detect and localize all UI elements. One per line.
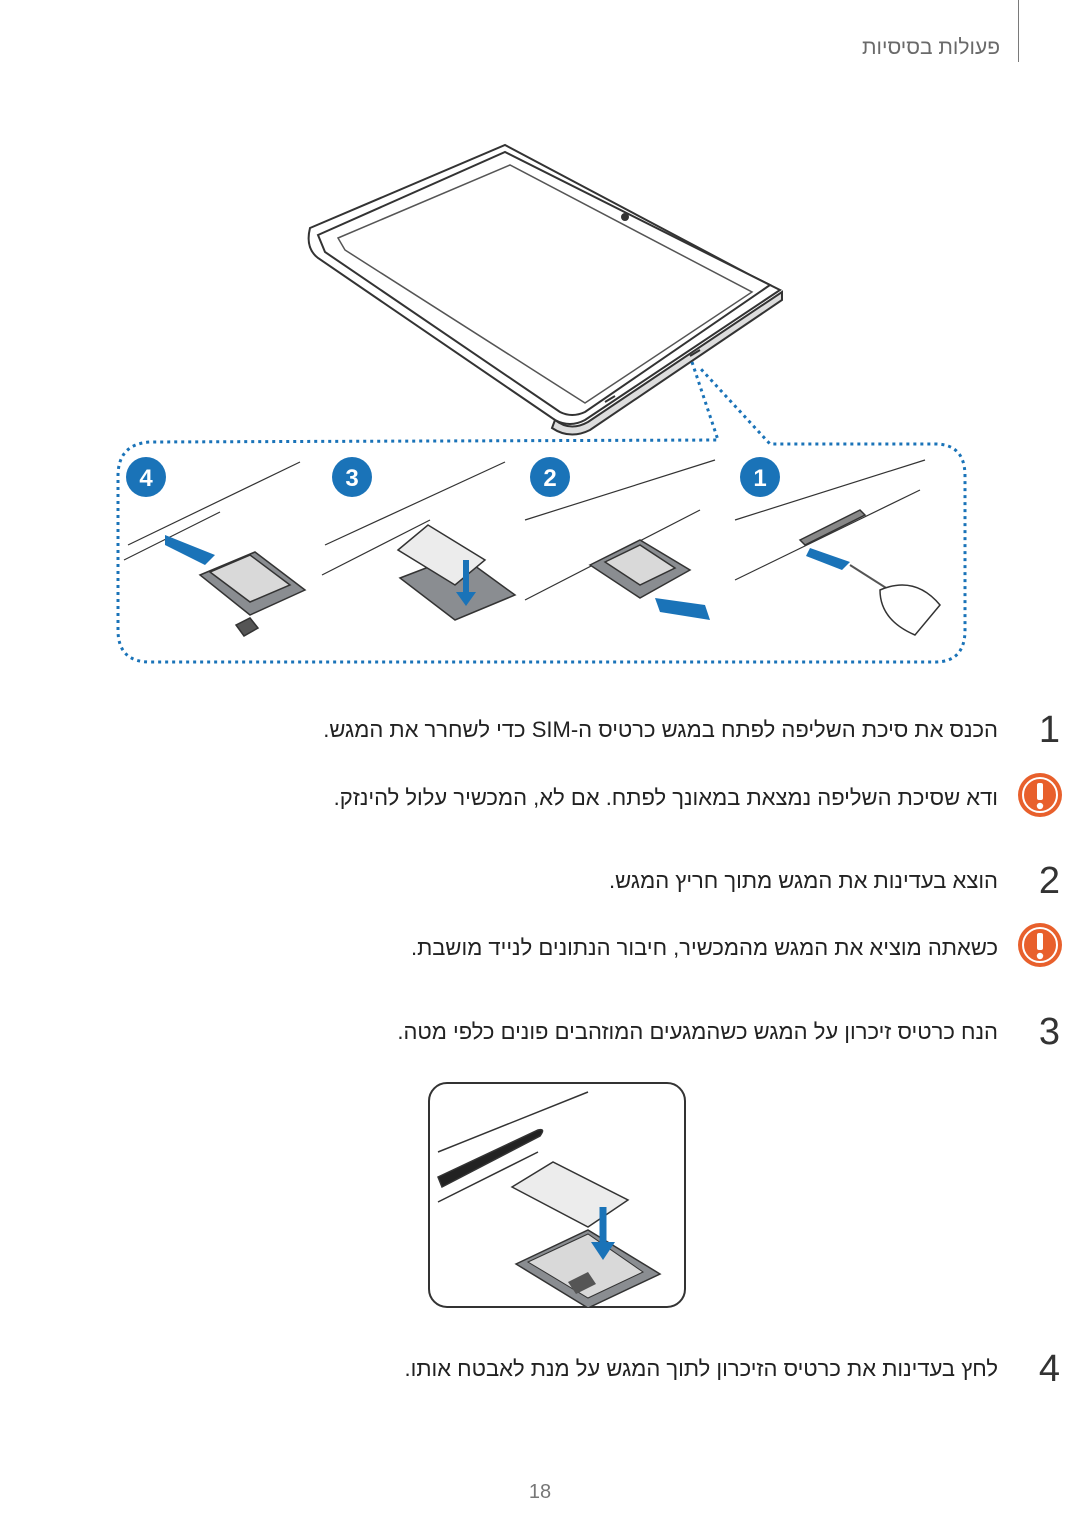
step-number: 3 xyxy=(1038,1011,1060,1053)
instruction-step-3: 3 הנח כרטיס זיכרון על המגש כשהמגעים המוז… xyxy=(118,1011,1060,1053)
tray-panel-2 xyxy=(588,539,710,620)
sim-tray-illustration: 4 3 2 1 xyxy=(116,143,967,664)
caution-note-1: ודא שסיכת השליפה נמצאת במאונך לפתח. אם ל… xyxy=(118,773,1062,817)
svg-text:3: 3 xyxy=(345,465,358,492)
memory-card-detail-illustration xyxy=(428,1082,686,1308)
tablet-device xyxy=(307,143,783,436)
tray-panel-1 xyxy=(798,509,941,636)
instruction-step-4: 4 לחץ בעדינות את כרטיס הזיכרון לתוך המגש… xyxy=(118,1348,1060,1390)
step-marker-4: 4 xyxy=(126,457,166,497)
svg-text:4: 4 xyxy=(139,465,153,492)
caution-note-2: כשאתה מוציא את המגש מהמכשיר, חיבור הנתונ… xyxy=(118,923,1062,967)
caution-icon xyxy=(1018,923,1062,967)
caution-text: כשאתה מוציא את המגש מהמכשיר, חיבור הנתונ… xyxy=(410,935,998,960)
header-divider xyxy=(1018,0,1019,62)
step-marker-3: 3 xyxy=(332,457,372,497)
tray-panel-3 xyxy=(396,524,517,621)
step-text: לחץ בעדינות את כרטיס הזיכרון לתוך המגש ע… xyxy=(404,1356,998,1381)
caution-text: ודא שסיכת השליפה נמצאת במאונך לפתח. אם ל… xyxy=(333,785,998,810)
svg-text:1: 1 xyxy=(753,465,766,492)
section-title: פעולות בסיסיות xyxy=(862,36,1000,59)
step-marker-2: 2 xyxy=(530,457,570,497)
tray-panel-4 xyxy=(165,535,307,637)
step-text: הכנס את סיכת השליפה לפתח במגש כרטיס ה-SI… xyxy=(323,717,998,742)
step-number: 2 xyxy=(1038,860,1060,902)
caution-icon xyxy=(1018,773,1062,817)
instruction-step-2: 2 הוצא בעדינות את המגש מתוך חריץ המגש. xyxy=(118,860,1060,902)
callout-frame xyxy=(116,361,967,664)
page-number: 18 xyxy=(528,1481,552,1503)
step-marker-1: 1 xyxy=(740,457,780,497)
instruction-step-1: 1 הכנס את סיכת השליפה לפתח במגש כרטיס ה-… xyxy=(118,709,1060,751)
step-number: 1 xyxy=(1038,709,1060,751)
svg-text:2: 2 xyxy=(543,465,556,492)
step-text: הנח כרטיס זיכרון על המגש כשהמגעים המוזהב… xyxy=(397,1019,998,1044)
step-text: הוצא בעדינות את המגש מתוך חריץ המגש. xyxy=(609,868,998,893)
step-number: 4 xyxy=(1038,1348,1060,1390)
